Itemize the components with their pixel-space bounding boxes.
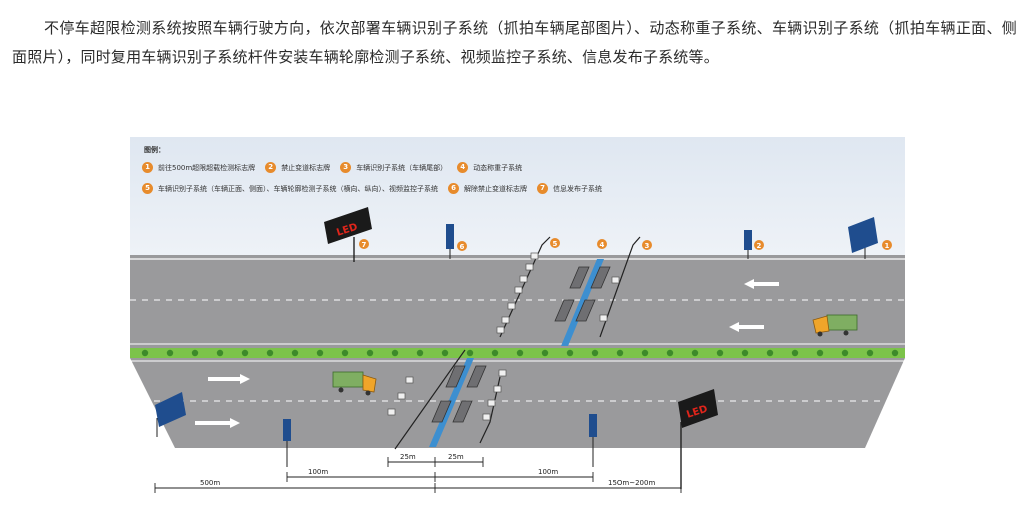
legend-item-1: 1 前往500m超限超载检测标志牌 bbox=[142, 162, 255, 173]
sign-no-lane-change-upper bbox=[446, 224, 454, 259]
legend-item-2: 2 禁止变道标志牌 bbox=[265, 162, 330, 173]
dim-100m-left: 100m bbox=[308, 468, 328, 476]
upper-roadway bbox=[130, 255, 905, 348]
marker-2: 2 bbox=[757, 242, 762, 250]
led-board-lower: LED bbox=[678, 389, 718, 489]
sign-end-no-lane-change-lower bbox=[589, 414, 597, 467]
marker-1: 1 bbox=[885, 242, 890, 250]
sign-500m-lower bbox=[155, 392, 186, 437]
legend-item-7: 7 信息发布子系统 bbox=[537, 183, 602, 194]
truck-upper bbox=[812, 314, 858, 337]
legend-title: 图例： bbox=[144, 146, 165, 154]
legend-item-4: 4 动态称重子系统 bbox=[457, 162, 522, 173]
legend-number-4: 4 bbox=[457, 162, 469, 173]
legend-number-3: 3 bbox=[340, 162, 352, 173]
legend-panel: 图例： 1 前往500m超限超载检测标志牌 2 禁止变道标志牌 3 车辆识别子系统（车… bbox=[130, 137, 905, 255]
dim-150-200m: 15Om~200m bbox=[608, 479, 655, 487]
direction-arrows bbox=[195, 279, 779, 428]
led-board-upper: LED bbox=[324, 207, 372, 262]
legend-number-7: 7 bbox=[537, 183, 548, 194]
legend-label-3: 车辆识别子系统（车辆尾部） bbox=[356, 163, 448, 172]
legend-label-6: 解除禁止变道标志牌 bbox=[464, 184, 527, 193]
legend-item-3: 3 车辆识别子系统（车辆尾部） bbox=[340, 162, 447, 173]
sign-end-no-lane-change-upper bbox=[744, 230, 752, 259]
legend-label-4: 动态称重子系统 bbox=[473, 163, 523, 172]
marker-5: 5 bbox=[553, 240, 558, 248]
deployment-diagram: 图例： 1 前往500m超限超载检测标志牌 2 禁止变道标志牌 3 车辆识别子系统（车… bbox=[130, 137, 905, 497]
marker-3: 3 bbox=[645, 242, 650, 250]
sensor-pads bbox=[431, 266, 611, 423]
sign-500m-upper bbox=[848, 217, 878, 259]
sign-no-lane-change-lower bbox=[283, 419, 291, 467]
marker-4: 4 bbox=[600, 241, 605, 249]
description-paragraph: 不停车超限检测系统按照车辆行驶方向，依次部署车辆识别子系统（抓拍车辆尾部图片）、… bbox=[12, 19, 1017, 66]
legend-row-2: 5 车辆识别子系统（车辆正面、侧面）、车辆轮廓检测子系统（横向、纵向）、视频监控子… bbox=[142, 183, 602, 194]
upper-weighing-strip bbox=[561, 259, 604, 346]
camera-units bbox=[387, 252, 620, 421]
road-scene: LED LED 7 6 5 4 bbox=[130, 207, 905, 493]
legend-label-1: 前往500m超限超载检测标志牌 bbox=[158, 163, 256, 172]
dim-500m: 500m bbox=[200, 479, 220, 487]
dim-25m-left: 25m bbox=[400, 453, 416, 461]
legend-label-5: 车辆识别子系统（车辆正面、侧面）、车辆轮廓检测子系统（横向、纵向）、视频监控子系… bbox=[158, 184, 438, 193]
legend-number-1: 1 bbox=[142, 162, 153, 173]
dimension-lines bbox=[154, 457, 682, 493]
legend-number-2: 2 bbox=[265, 162, 277, 173]
legend-row-1: 1 前往500m超限超载检测标志牌 2 禁止变道标志牌 3 车辆识别子系统（车辆尾部）… bbox=[142, 162, 522, 173]
lower-roadway bbox=[130, 358, 905, 448]
legend-number-6: 6 bbox=[448, 183, 459, 194]
truck-lower bbox=[332, 371, 377, 396]
legend-item-5: 5 车辆识别子系统（车辆正面、侧面）、车辆轮廓检测子系统（横向、纵向）、视频监控子… bbox=[142, 183, 438, 194]
dim-100m-right: 100m bbox=[538, 468, 558, 476]
legend-number-5: 5 bbox=[142, 183, 153, 194]
lower-weighing-strip bbox=[429, 358, 474, 447]
marker-6: 6 bbox=[460, 243, 465, 251]
position-markers: 7 6 5 4 3 2 1 bbox=[359, 238, 892, 251]
median-shrubs bbox=[141, 349, 899, 357]
legend-label-2: 禁止变道标志牌 bbox=[281, 163, 331, 172]
legend-item-6: 6 解除禁止变道标志牌 bbox=[448, 183, 527, 194]
marker-7: 7 bbox=[362, 241, 367, 249]
dim-25m-right: 25m bbox=[448, 453, 464, 461]
legend-label-7: 信息发布子系统 bbox=[553, 184, 602, 193]
